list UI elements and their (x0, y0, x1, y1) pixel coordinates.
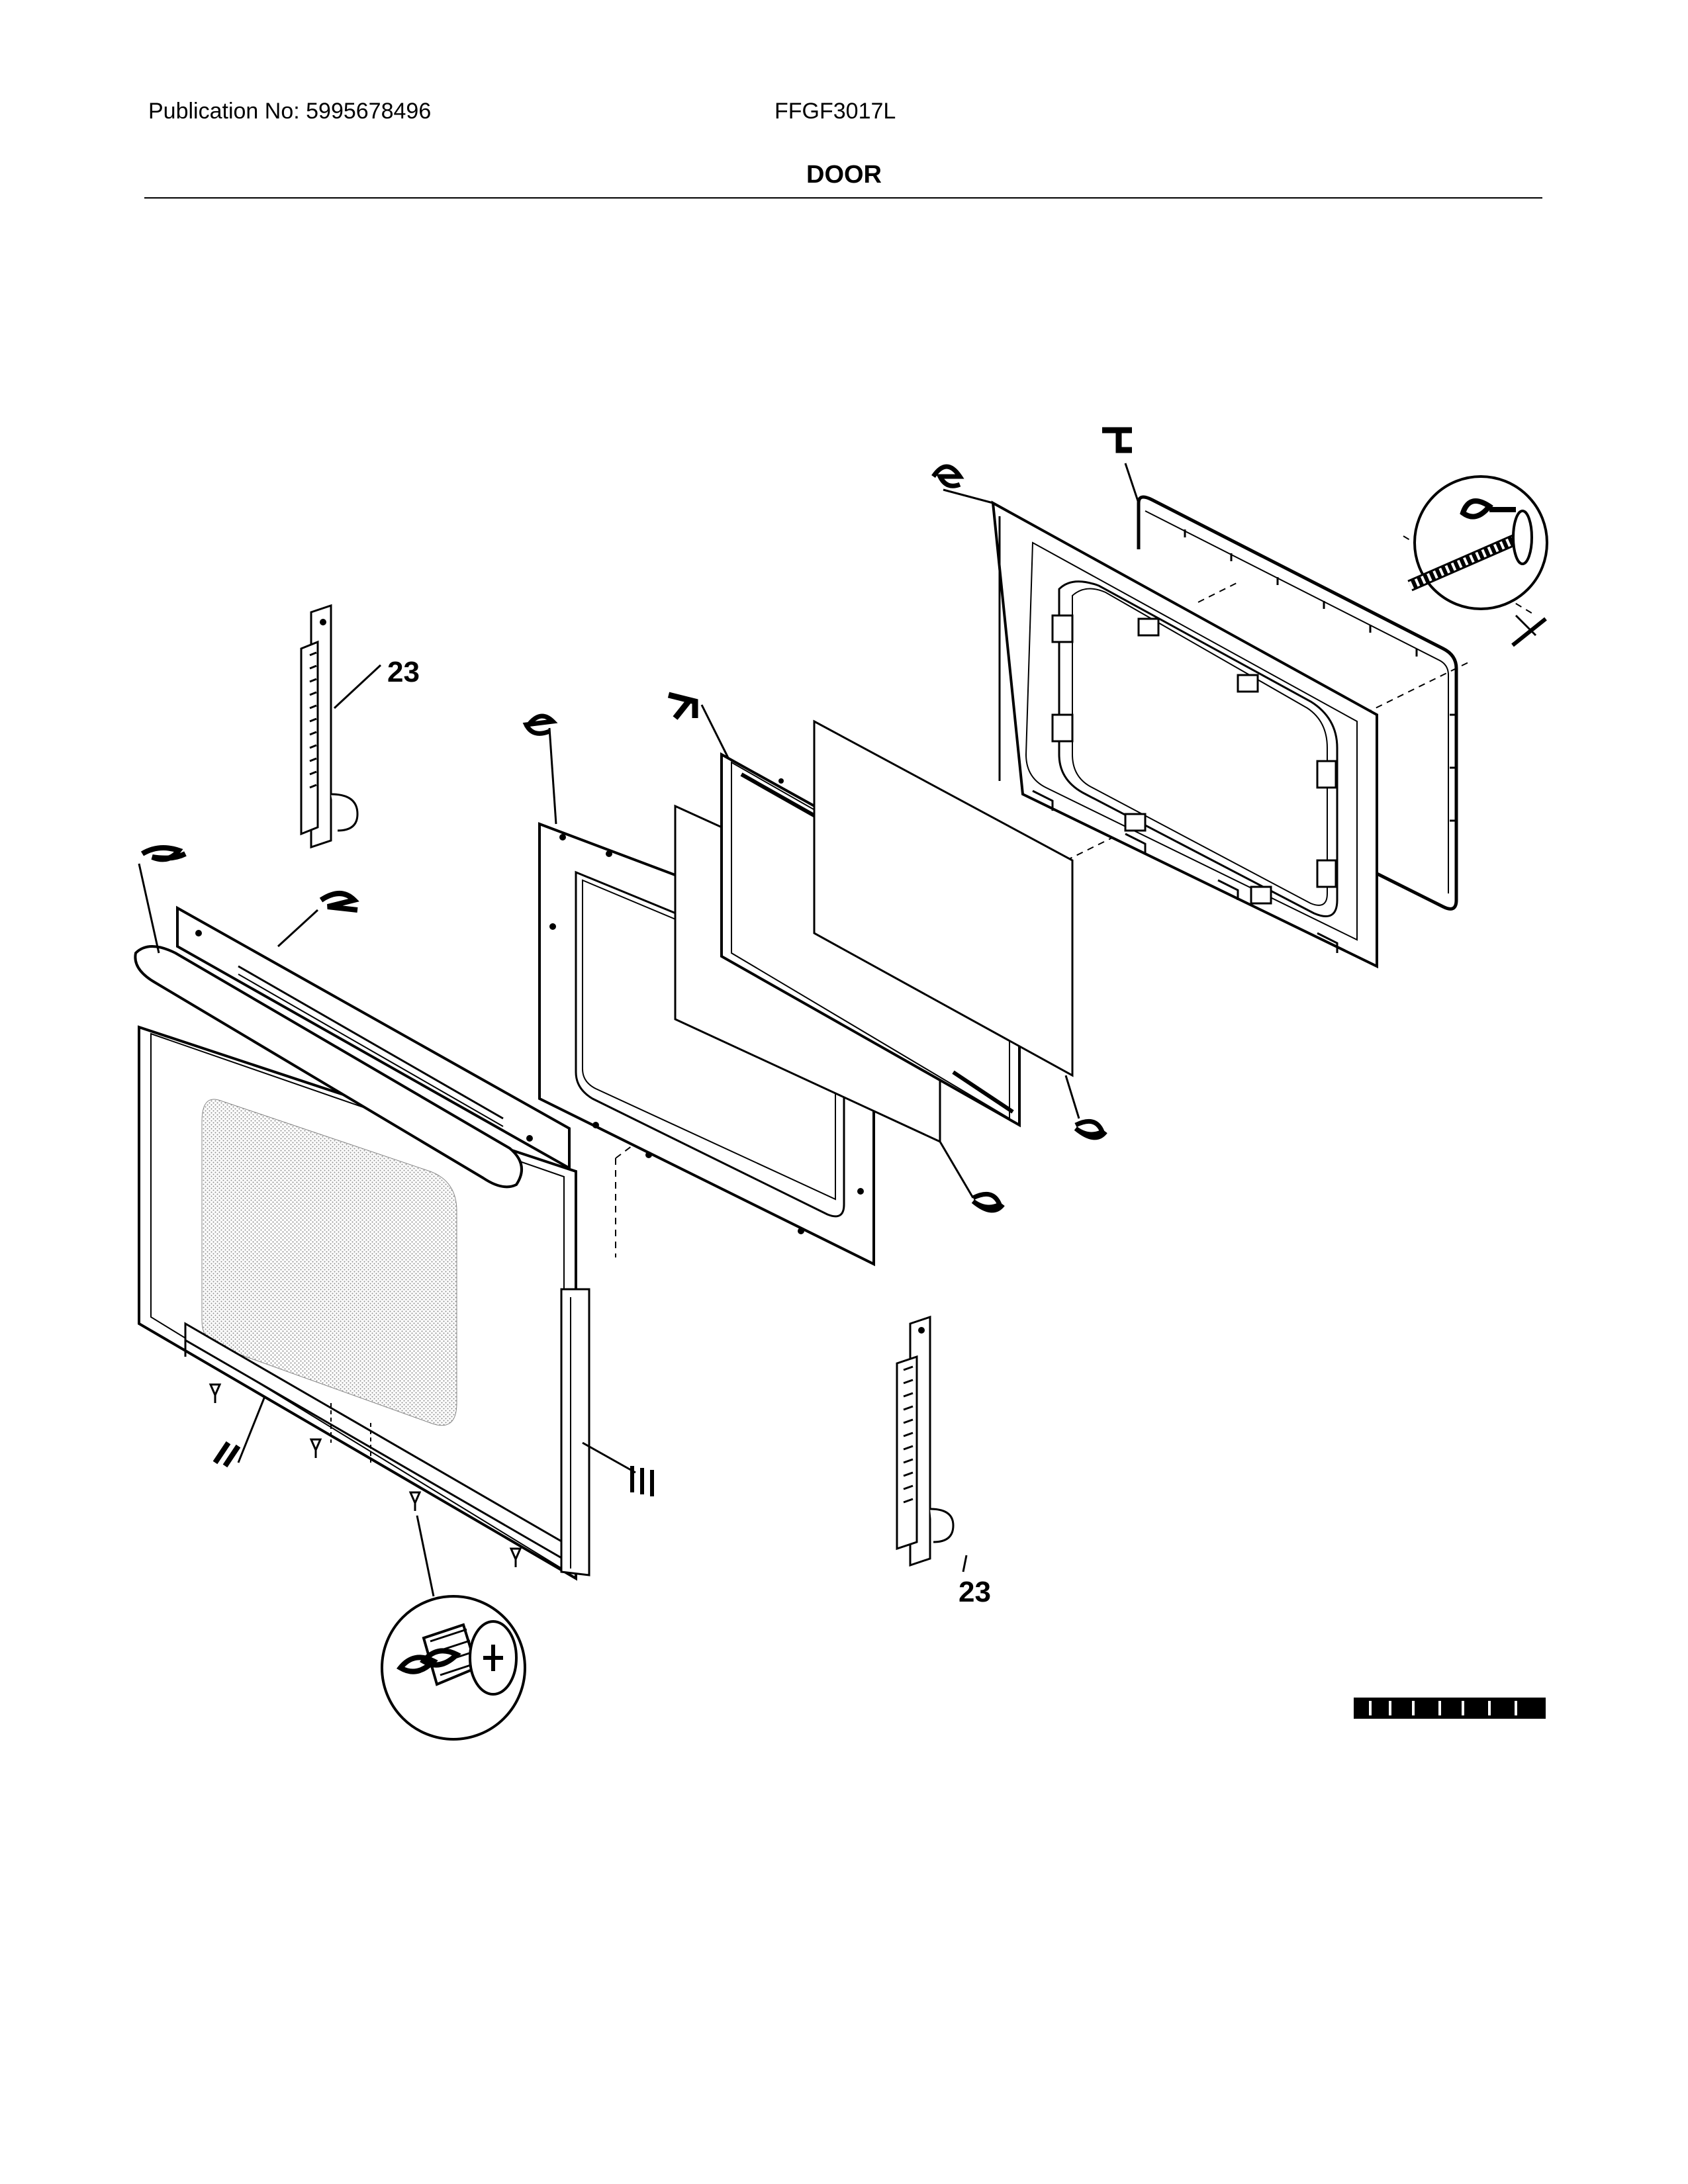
glass-pane-rear (813, 719, 1074, 1077)
door-liner (991, 500, 1378, 969)
screw-detail (381, 1515, 526, 1741)
door-handle-and-top-trim (134, 905, 571, 1189)
header-rule (144, 197, 1542, 199)
part-code-mark (1354, 1698, 1546, 1719)
callout-hinge-bottom: 23 (959, 1576, 991, 1608)
door-screws (209, 1383, 522, 1567)
publication-number: Publication No: 5995678496 (148, 99, 432, 124)
model-number: FFGF3017L (774, 99, 896, 124)
side-trim (560, 1288, 590, 1576)
callout-hinge-top: 23 (387, 656, 420, 688)
hinge-bottom (896, 1315, 955, 1567)
distorted-callout-marks (140, 427, 1516, 1674)
door-gasket (1137, 495, 1458, 911)
section-title: DOOR (806, 161, 882, 189)
leader-lines (138, 463, 1140, 1572)
hinge-top (300, 604, 359, 849)
